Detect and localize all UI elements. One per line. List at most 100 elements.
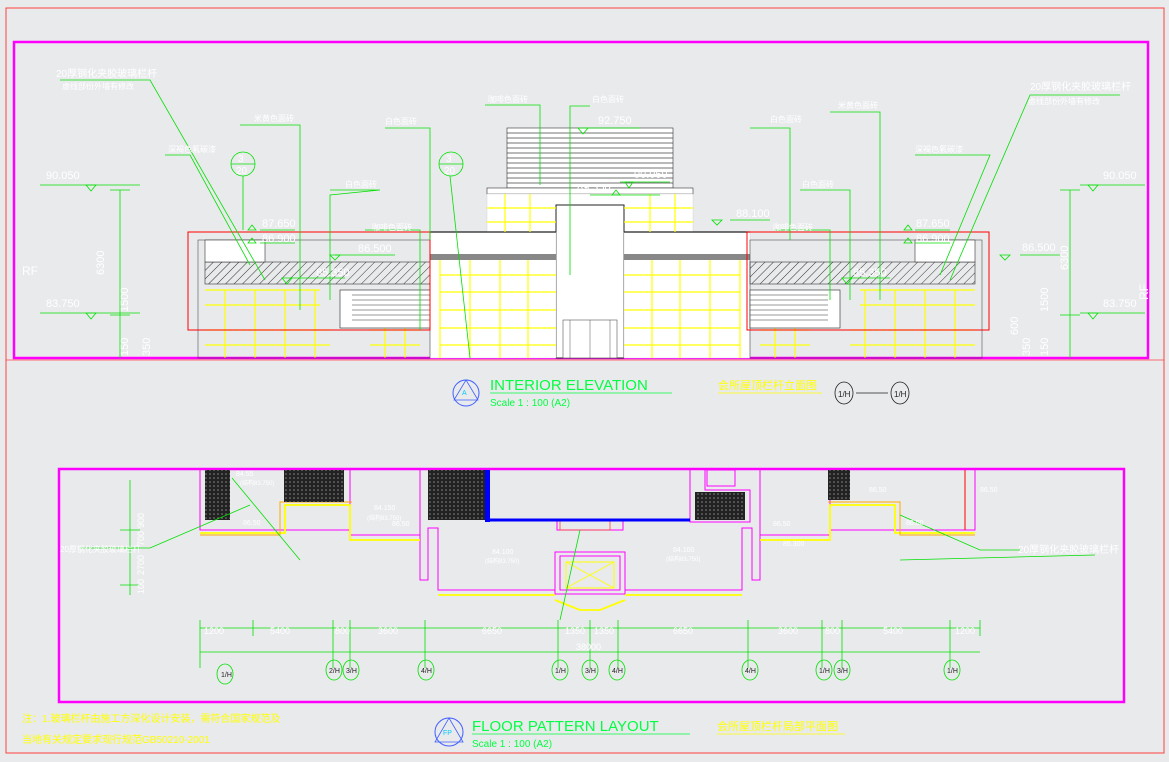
leader-lines: [60, 79, 1120, 359]
plan-view[interactable]: 1/H 2/H 3/H 4/H 1/H 3/H 4/H 4/H 1/H 3/H …: [22, 467, 1126, 750]
plan-sub-level-2: (结构83.750): [367, 514, 401, 522]
label-railing-sub-left: 虚线部份外墙有修改: [62, 81, 134, 91]
dim-6: 1350: [565, 626, 585, 636]
notes: 注：1.玻璃栏杆由施工方深化设计安装，需符合国家规范及 当地有关规定要求现行规范…: [22, 712, 280, 746]
plan-lift: [565, 561, 615, 589]
section-den-mid: 20: [444, 166, 456, 177]
note-line-2: 当地有关规定要求现行规范GB50210-2001: [22, 733, 210, 746]
label-white-tile-top: 白色面砖: [592, 94, 624, 104]
dim-11: 5400: [883, 626, 903, 636]
plan-level-85300: 85.300: [783, 541, 805, 548]
axis-bubble-7: 4/H: [612, 668, 623, 675]
plan-column-right: [828, 470, 850, 500]
axis-bubble-5: 1/H: [555, 668, 566, 675]
plan-level-8650-1: 86.50: [243, 520, 261, 527]
axis-bubble-4: 4/H: [421, 668, 432, 675]
plan-block-left: [284, 470, 344, 502]
dim-right-6300: 6300: [1059, 246, 1071, 270]
plan-level-8650-5: 86.50: [906, 520, 924, 527]
plan-glass-left: [485, 470, 490, 522]
plan-title-block: FP FLOOR PATTERN LAYOUT 会所屋顶栏杆局部平面图 Scal…: [434, 717, 845, 750]
level-right-85350: 85.350: [853, 267, 887, 279]
axis-bubble-9: 1/H: [819, 668, 830, 675]
plan-sub-level-4: (结构83.750): [666, 555, 700, 563]
dim-left-3: 2700: [136, 555, 146, 575]
level-right-86900: 86.900: [916, 233, 950, 245]
axis-bubble-8: 4/H: [745, 668, 756, 675]
axis-tag-from: 1/H: [838, 390, 851, 399]
axis-bubble-2: 2/H: [329, 668, 340, 675]
right-wing: [746, 231, 990, 359]
plan-axis-bubbles: [216, 659, 961, 685]
plan-sub-level-3: (结构83.750): [485, 557, 519, 565]
plan-title-cn: 会所屋顶栏杆局部平面图: [717, 719, 838, 733]
label-beige-tile-left: 米黄色面砖: [254, 113, 294, 123]
axis-bubble-10: 3/H: [837, 668, 848, 675]
axis-bubble-3: 3/H: [346, 668, 357, 675]
plan-leaders: [80, 477, 1096, 668]
dim-5: 6650: [482, 626, 502, 636]
plan-levels: 84.55 (结构83.750) 86.50 84.150 (结构83.750)…: [236, 471, 998, 565]
level-right-87650: 87.650: [916, 218, 950, 230]
plan-frame: [57, 467, 1126, 704]
section-num-mid: 3: [446, 154, 452, 165]
plan-level-8650-4: 86.50: [869, 487, 887, 494]
dim-left-4: 100: [136, 579, 146, 594]
note-line-1: 注：1.玻璃栏杆由施工方深化设计安装，需符合国家规范及: [22, 712, 280, 725]
label-deep-paint-right: 深褐色氟碳漆: [915, 144, 963, 154]
rf-right: RF: [1137, 284, 1151, 300]
plan-level-84100-right: 84.100: [673, 547, 695, 554]
elevation-title-block: A INTERIOR ELEVATION 会所屋顶栏杆立面图 Scale 1 :…: [452, 377, 910, 409]
plan-axis-labels: 1/H 2/H 3/H 4/H 1/H 3/H 4/H 4/H 1/H 3/H …: [221, 668, 958, 679]
sheet-border: [5, 7, 1165, 754]
dim-right-350: 350: [1021, 338, 1033, 356]
dim-left-150: 150: [119, 338, 131, 356]
label-white-tile-right2: 白色面砖: [802, 179, 834, 189]
plan-level-8650-6: 86.50: [980, 487, 998, 494]
dim-left-2: 700: [136, 531, 146, 546]
central-tower: [429, 127, 751, 359]
plan-level-8650-2: 86.50: [392, 521, 410, 528]
label-white-tile-left2: 白色面砖: [345, 179, 377, 189]
plan-symbol-letter: FP: [443, 730, 452, 737]
section-num-left: 3: [238, 154, 244, 165]
plan-railing-label-left: 20厚钢化夹胶玻璃栏杆: [60, 544, 141, 554]
plan-dimensions: 1200 5400 800 3600 6650 1350 1350 6650 3…: [136, 513, 975, 652]
dim-9: 3600: [778, 626, 798, 636]
dim-4: 3600: [378, 626, 398, 636]
dim-total: 38000: [576, 642, 601, 652]
label-railing-left: 20厚钢化夹胶玻璃栏杆: [56, 67, 157, 80]
elevation-symbol-letter: A: [462, 390, 467, 397]
plan-level-8650-3: 86.50: [773, 521, 791, 528]
plan-level-84100-left: 84.100: [492, 549, 514, 556]
level-89350: 89.350: [577, 182, 611, 194]
plan-title: FLOOR PATTERN LAYOUT: [472, 718, 659, 735]
level-right-90050: 90.050: [1103, 170, 1137, 182]
label-railing-right: 20厚钢化夹胶玻璃栏杆: [1030, 80, 1131, 93]
plan-level-8455: 84.55: [236, 471, 254, 478]
level-left-85350: 85.350: [316, 267, 350, 279]
dim-3: 800: [335, 626, 350, 636]
dim-left-1500: 1500: [119, 288, 131, 312]
axis-bubble-6: 3/H: [585, 668, 596, 675]
level-left-86900: 86.900: [262, 233, 296, 245]
dim-right-1500: 1500: [1039, 288, 1051, 312]
plan-block-mid-right: [695, 492, 745, 520]
label-coffee-tile-top: 咖啡色面砖: [488, 94, 528, 104]
dim-1: 1200: [204, 626, 224, 636]
plan-railing-yellow: [200, 504, 975, 611]
elevation-scale: Scale 1 : 100 (A2): [490, 398, 570, 409]
label-railing-sub-right: 虚线部份外墙有修改: [1028, 96, 1100, 106]
elevation-view[interactable]: 92.750 90.050 90.050 83.750 83.750 90.05…: [12, 40, 1151, 409]
dim-8: 6650: [673, 626, 693, 636]
label-white-tile-right: 白色面砖: [770, 114, 802, 124]
level-right-83750: 83.750: [1103, 298, 1137, 310]
label-coffee-tile-right: 咖啡色面砖: [773, 222, 813, 232]
level-88100: 88.100: [736, 208, 770, 220]
level-left-87650: 87.650: [262, 218, 296, 230]
level-90050-mid: 90.050: [634, 169, 668, 181]
level-left-90050: 90.050: [46, 170, 80, 182]
dim-12: 1200: [955, 626, 975, 636]
axis-bubble-1: 1/H: [221, 672, 232, 679]
